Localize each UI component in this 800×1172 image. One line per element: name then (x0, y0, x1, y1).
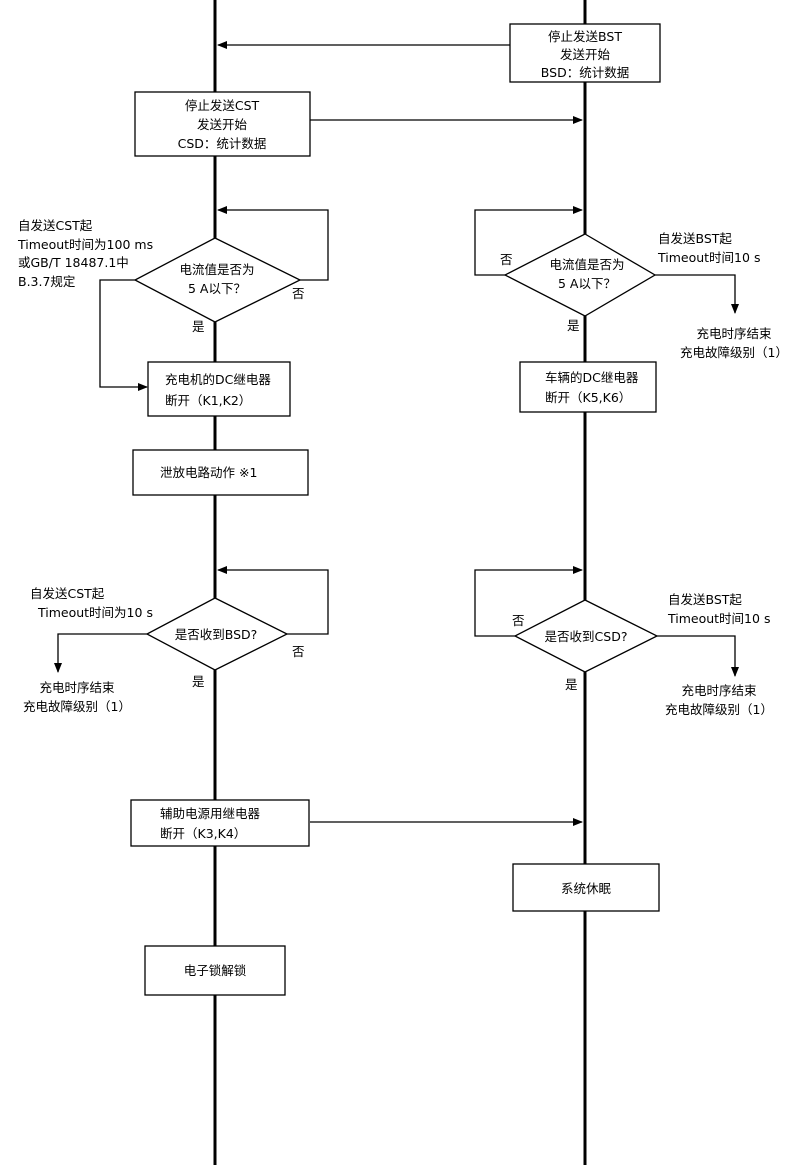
left-timeout1-line2: Timeout时间为100 ms (17, 237, 153, 252)
right-current-line1: 电流值是否为 (549, 257, 624, 272)
left-timeout-path (99, 279, 148, 391)
left-timeout1-line4: B.3.7规定 (18, 274, 75, 289)
discharge-circuit-box: 泄放电路动作 ※1 (132, 449, 309, 496)
left-bsd-decision: 是否收到BSD? (145, 597, 289, 671)
left-current-no-loop (217, 206, 329, 281)
left-timeout1-line3: 或GB/T 18487.1中 (18, 255, 129, 270)
right-timeout1-line1: 自发送BST起 (658, 231, 732, 246)
right-timeout1-note: 自发送BST起 Timeout时间10 s (657, 231, 760, 265)
right-end1-line2: 充电故障级别（1） (680, 345, 788, 360)
stop-cst-line2: 发送开始 (197, 117, 248, 132)
stop-cst-box: 停止发送CST 发送开始 CSD：统计数据 (134, 91, 311, 157)
left-timeout2-path (54, 633, 147, 673)
right-current-line2: 5 A以下？ (558, 276, 616, 291)
stop-bst-line1: 停止发送BST (548, 29, 622, 44)
right-timeout1-line2: Timeout时间10 s (657, 250, 760, 265)
left-end1-note: 充电时序结束 充电故障级别（1） (23, 680, 131, 714)
vehicle-dc-relay-box: 车辆的DC继电器 断开（K5,K6） (519, 361, 657, 413)
left-bsd-yes-label: 是 (192, 674, 205, 689)
stop-cst-line3: CSD：统计数据 (178, 136, 267, 151)
stop-bst-line3: BSD：统计数据 (541, 65, 629, 80)
right-timeout2-note: 自发送BST起 Timeout时间10 s (667, 592, 770, 626)
right-end2-line1: 充电时序结束 (681, 683, 757, 698)
right-end1-line1: 充电时序结束 (696, 326, 772, 341)
system-sleep-label: 系统休眠 (561, 881, 612, 896)
left-end1-line1: 充电时序结束 (39, 680, 115, 695)
right-current-yes-label: 是 (567, 318, 580, 333)
right-csd-no-loop (474, 566, 583, 637)
aux-relay-line2: 断开（K3,K4） (160, 826, 246, 841)
left-current-line1: 电流值是否为 (179, 262, 254, 277)
left-current-yes-label: 是 (192, 319, 205, 334)
right-timeout2-path (657, 635, 739, 677)
right-current-decision: 电流值是否为 5 A以下？ (503, 233, 657, 317)
right-end2-note: 充电时序结束 充电故障级别（1） (665, 683, 773, 717)
e-lock-unlock-label: 电子锁解锁 (184, 963, 247, 978)
right-csd-no-label: 否 (512, 613, 525, 628)
left-timeout2-note: 自发送CST起 Timeout时间为10 s (30, 586, 153, 620)
charger-dc-relay-line1: 充电机的DC继电器 (165, 372, 271, 387)
right-current-no-loop (474, 206, 583, 276)
right-csd-label: 是否收到CSD? (545, 629, 628, 644)
right-current-no-label: 否 (500, 252, 513, 267)
aux-relay-line1: 辅助电源用继电器 (160, 806, 261, 821)
right-timeout2-line2: Timeout时间10 s (667, 611, 770, 626)
left-timeout2-line1: 自发送CST起 (30, 586, 105, 601)
vehicle-dc-relay-line2: 断开（K5,K6） (545, 390, 631, 405)
right-end1-note: 充电时序结束 充电故障级别（1） (680, 326, 788, 360)
aux-relay-box: 辅助电源用继电器 断开（K3,K4） (130, 799, 310, 847)
left-end1-line2: 充电故障级别（1） (23, 699, 131, 714)
left-timeout2-line2: Timeout时间为10 s (37, 605, 153, 620)
stop-bst-line2: 发送开始 (560, 47, 611, 62)
left-current-line2: 5 A以下？ (188, 281, 246, 296)
stop-bst-box: 停止发送BST 发送开始 BSD：统计数据 (509, 23, 661, 83)
vehicle-dc-relay-line1: 车辆的DC继电器 (545, 370, 639, 385)
left-current-decision: 电流值是否为 5 A以下？ (133, 237, 302, 323)
left-current-no-label: 否 (292, 286, 305, 301)
left-bsd-no-label: 否 (292, 644, 305, 659)
charger-dc-relay-box: 充电机的DC继电器 断开（K1,K2） (147, 361, 291, 417)
right-csd-yes-label: 是 (565, 677, 578, 692)
right-timeout2-line1: 自发送BST起 (668, 592, 742, 607)
e-lock-unlock-box: 电子锁解锁 (144, 945, 286, 996)
left-bsd-no-loop (217, 566, 329, 635)
charger-dc-relay-line2: 断开（K1,K2） (165, 393, 251, 408)
right-csd-decision: 是否收到CSD? (513, 599, 659, 673)
left-bsd-label: 是否收到BSD? (175, 627, 258, 642)
left-timeout1-line1: 自发送CST起 (18, 218, 93, 233)
left-timeout1-note: 自发送CST起 Timeout时间为100 ms 或GB/T 18487.1中 … (17, 218, 153, 289)
system-sleep-box: 系统休眠 (512, 863, 660, 912)
right-timeout1-path (655, 274, 739, 314)
stop-cst-line1: 停止发送CST (185, 98, 260, 113)
discharge-circuit-label: 泄放电路动作 ※1 (160, 465, 257, 480)
right-end2-line2: 充电故障级别（1） (665, 702, 773, 717)
